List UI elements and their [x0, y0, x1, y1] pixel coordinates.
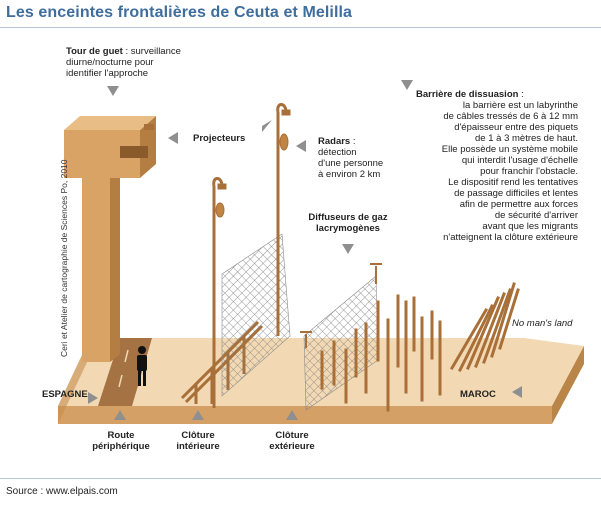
barriere-line: de 1 à 3 mètres de haut. — [475, 133, 578, 144]
arrow-cloture-ext — [286, 410, 298, 420]
radars-label: Radars : détection d'une personne à envi… — [318, 136, 383, 180]
ground-side — [552, 346, 584, 424]
projecteurs-label: Projecteurs — [193, 133, 246, 144]
cloture-ext-label-2: extérieure — [269, 441, 315, 452]
arrow-route — [114, 410, 126, 420]
arrow-barriere — [401, 80, 413, 90]
arrow-radars — [296, 140, 306, 152]
inner-mesh-fence — [222, 234, 290, 396]
tear-gas-diffuser-2 — [300, 331, 312, 348]
barriere-line: Elle possède un système mobile — [441, 144, 578, 155]
slanted-outer-barrier — [449, 282, 520, 373]
tour-label-desc-2: diurne/nocturne pour — [66, 57, 154, 68]
diffuseurs-label: Diffuseurs de gaz lacrymogènes — [302, 212, 394, 234]
diffuseurs-label-2: lacrymogènes — [316, 223, 380, 234]
tear-gas-diffuser-1 — [370, 263, 382, 284]
barriere-line: de passage difficiles et lentes — [454, 188, 578, 199]
pointer-arrows — [88, 80, 522, 420]
barriere-label: Barrière de dissuasion : — [416, 89, 524, 100]
barriere-line: de câbles tressés de 6 à 12 mm — [443, 111, 578, 122]
cloture-ext-label-1: Clôture — [275, 430, 309, 441]
radars-label-desc-2: d'une personne — [318, 158, 384, 169]
tour-label: Tour de guet : surveillance diurne/noctu… — [66, 46, 181, 79]
watchtower-illustration — [64, 116, 156, 362]
cloture-int-label-1: Clôture — [181, 430, 215, 441]
road — [98, 338, 152, 406]
dissuasion-barrier-posts — [320, 294, 442, 412]
arrow-espagne — [88, 392, 98, 404]
radars-label-title: Radars — [318, 136, 351, 147]
espagne-label: ESPAGNE — [42, 389, 88, 400]
radars-label-desc-1: détection — [318, 147, 357, 158]
barriere-line: avant que les migrants — [482, 221, 578, 232]
source-text: Source : www.elpais.com — [6, 486, 118, 497]
cloture-interieure-label: Clôture intérieure — [166, 430, 230, 452]
diffuseurs-label-1: Diffuseurs de gaz — [308, 212, 388, 223]
tour-label-title: Tour de guet — [66, 46, 123, 57]
barriere-line: d'épaisseur entre des piquets — [454, 122, 578, 133]
maroc-label: MAROC — [460, 389, 496, 400]
projector-pole-front — [212, 177, 227, 408]
radars-label-desc-3: à environ 2 km — [318, 169, 381, 180]
arrow-cloture-int — [192, 410, 204, 420]
page-title: Les enceintes frontalières de Ceuta et M… — [6, 4, 353, 21]
route-label-1: Route — [107, 430, 135, 441]
tour-label-desc-3: identifier l'approche — [66, 68, 149, 79]
barriere-line: afin de permettre aux forces — [459, 199, 578, 210]
person-silhouette — [137, 346, 147, 386]
projector-pole-rear — [276, 103, 291, 336]
barriere-line: qui interdit l'usage d'échelle — [461, 155, 578, 166]
cloture-exterieure-label: Clôture extérieure — [258, 430, 326, 452]
barriere-line: la barrière est un labyrinthe — [462, 100, 578, 111]
radars-label-sep: : — [350, 136, 356, 147]
barriere-line: pour franchir l'obstacle. — [480, 166, 578, 177]
bottom-divider — [0, 478, 601, 479]
barriere-description: la barrière est un labyrinthe de câbles … — [400, 100, 578, 243]
barriere-label-sep: : — [518, 89, 524, 100]
barriere-line: n'atteignent la clôture extérieure — [443, 232, 578, 243]
arrow-tour — [107, 86, 119, 96]
barriere-line: Le dispositif rend les tentatives — [448, 177, 578, 188]
ground-front — [58, 406, 552, 424]
cloture-int-label-2: intérieure — [176, 441, 220, 452]
tour-label-desc-1: : surveillance — [122, 46, 181, 57]
route-label: Route périphérique — [85, 430, 157, 452]
barriere-line: de sécurité d'arriver — [494, 210, 578, 221]
barriere-label-title: Barrière de dissuasion — [416, 89, 519, 100]
no-mans-land-label: No man's land — [512, 318, 573, 329]
title-divider — [0, 27, 601, 28]
arrow-projecteurs-left — [168, 132, 178, 144]
arrow-maroc — [512, 386, 522, 398]
credit-text: Ceri et Atelier de cartographie de Scien… — [59, 159, 69, 357]
route-label-2: périphérique — [92, 441, 150, 452]
arrow-projecteurs-right — [262, 120, 272, 132]
arrow-diffuseurs — [342, 244, 354, 254]
